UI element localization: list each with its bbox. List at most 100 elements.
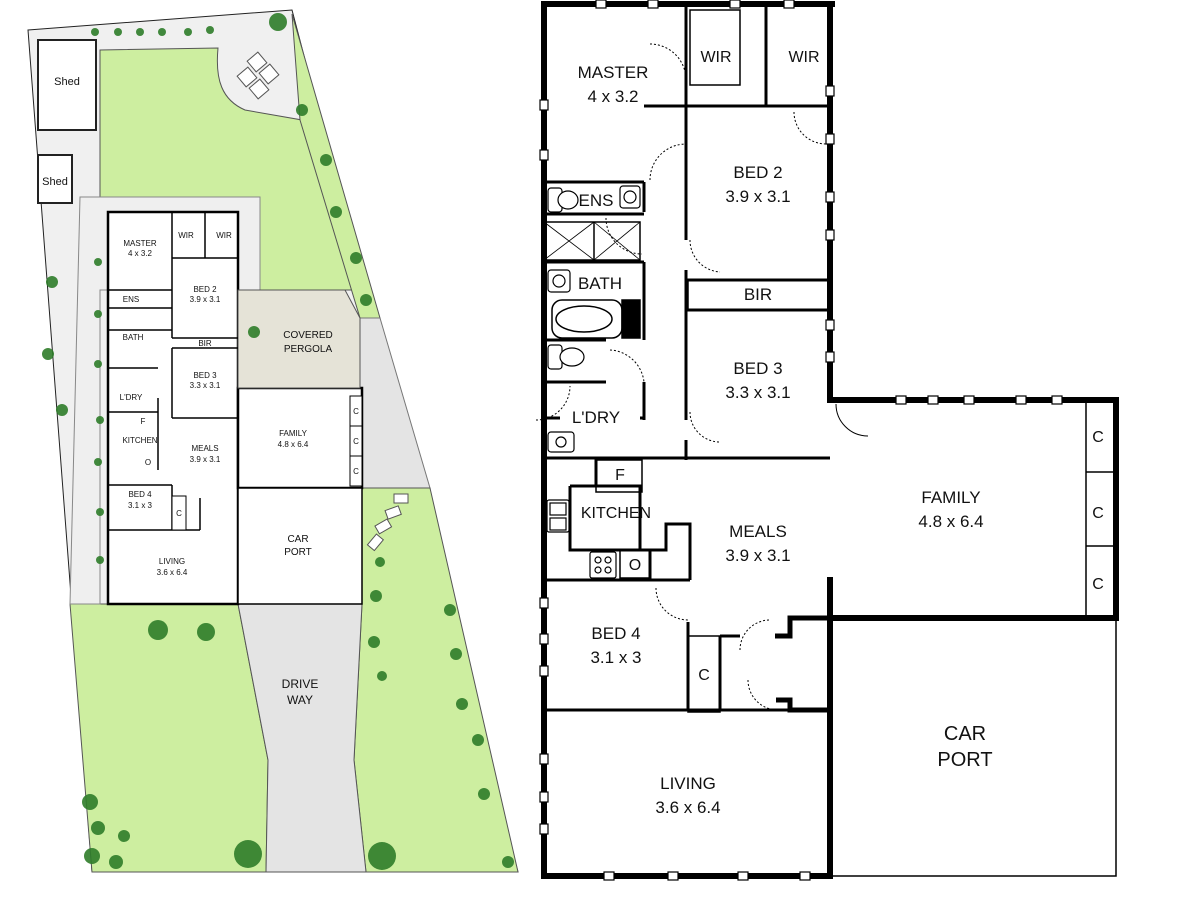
tree-icon — [360, 294, 372, 306]
meals-name: MEALS — [729, 522, 787, 541]
sun-lounger-icons — [236, 51, 409, 552]
tree-icon — [94, 258, 102, 266]
tree-icon — [444, 604, 456, 616]
covered-pergola — [237, 289, 361, 389]
tree-icon — [375, 557, 385, 567]
tree-icon — [96, 556, 104, 564]
bed3-name: BED 3 — [733, 359, 782, 378]
shed-2 — [37, 154, 73, 204]
site-meals-size: 3.9 x 3.1 — [190, 455, 221, 464]
tree-icon — [91, 821, 105, 835]
window-markers — [539, 0, 1063, 881]
carport-line2: PORT — [937, 749, 992, 771]
tree-icon — [94, 458, 102, 466]
site-bed2-name: BED 2 — [193, 285, 217, 294]
tree-icon — [46, 276, 58, 288]
site-bed3-size: 3.3 x 3.1 — [190, 381, 221, 390]
tree-icon — [184, 28, 192, 36]
site-family-cupboard-3: C — [353, 467, 359, 476]
site-wir1: WIR — [178, 231, 194, 240]
room-labels: MASTER 4 x 3.2 WIR WIR BED 2 3.9 x 3.1 E… — [572, 49, 1104, 817]
site-bir: BIR — [198, 339, 212, 348]
driveway-line1: DRIVE — [282, 677, 319, 691]
tree-icon — [158, 28, 166, 36]
tree-icon — [234, 840, 262, 868]
site-carport-line2: PORT — [284, 547, 312, 558]
carport-walls — [775, 615, 830, 713]
meals-size: 3.9 x 3.1 — [725, 546, 790, 565]
site-wir2: WIR — [216, 231, 232, 240]
fixtures — [543, 9, 1117, 713]
site-bath: BATH — [123, 333, 144, 342]
tree-icon — [472, 734, 484, 746]
site-bed4-size: 3.1 x 3 — [128, 501, 153, 510]
tree-icon — [368, 636, 380, 648]
carport-line1: CAR — [944, 723, 986, 745]
wir2-label: WIR — [788, 49, 819, 66]
bed4-cupboard — [687, 635, 721, 713]
site-bed4-name: BED 4 — [128, 490, 152, 499]
tree-icon — [456, 698, 468, 710]
main-floor-plan: MASTER 4 x 3.2 WIR WIR BED 2 3.9 x 3.1 E… — [535, 0, 1119, 881]
site-family-cupboard-2: C — [353, 437, 359, 446]
tree-icon — [84, 848, 100, 864]
site-family-cupboards — [349, 395, 363, 487]
kitchen-label: KITCHEN — [581, 505, 651, 522]
site-kitchen: KITCHEN — [122, 436, 157, 445]
driveway-line2: WAY — [287, 693, 313, 707]
family-cupboard-3: C — [1092, 576, 1104, 593]
tree-icon — [450, 648, 462, 660]
site-living-name: LIVING — [159, 557, 185, 566]
tree-icon — [502, 856, 514, 868]
pergola-label-line1: COVERED — [283, 330, 332, 341]
interior-walls — [544, 4, 830, 710]
site-master-size: 4 x 3.2 — [128, 249, 153, 258]
site-fridge: F — [141, 417, 146, 426]
site-family-size: 4.8 x 6.4 — [278, 440, 309, 449]
master-name: MASTER — [578, 63, 649, 82]
tree-icon — [197, 623, 215, 641]
site-room-labels: MASTER 4 x 3.2 WIR WIR BED 2 3.9 x 3.1 E… — [120, 231, 319, 707]
tree-icon — [114, 28, 122, 36]
tree-icon — [94, 360, 102, 368]
bed4-name: BED 4 — [591, 624, 640, 643]
family-name: FAMILY — [921, 488, 980, 507]
tree-icon — [296, 104, 308, 116]
family-cupboard-2: C — [1092, 505, 1104, 522]
site-house-footprint — [106, 210, 240, 606]
shed-2-label: Shed — [42, 176, 68, 188]
garden-trees — [42, 13, 514, 870]
bed2-size: 3.9 x 3.1 — [725, 187, 790, 206]
tree-icon — [478, 788, 490, 800]
site-plan: Shed Shed COVERED PERGOLA — [27, 9, 519, 873]
laundry-label: L'DRY — [572, 408, 620, 427]
shed-1-label: Shed — [54, 76, 80, 88]
site-bed2-size: 3.9 x 3.1 — [190, 295, 221, 304]
ens-label: ENS — [579, 191, 614, 210]
fridge-label: F — [615, 467, 625, 484]
bed2-name: BED 2 — [733, 163, 782, 182]
site-living-size: 3.6 x 6.4 — [157, 568, 188, 577]
tree-icon — [330, 206, 342, 218]
bath-label: BATH — [578, 274, 622, 293]
shower-screens — [543, 221, 641, 261]
tree-icon — [368, 842, 396, 870]
side-path — [359, 317, 431, 489]
tree-icon — [96, 508, 104, 516]
bir-label: BIR — [744, 285, 772, 304]
living-size: 3.6 x 6.4 — [655, 798, 720, 817]
bed3-size: 3.3 x 3.1 — [725, 383, 790, 402]
tree-icon — [350, 252, 362, 264]
tree-icon — [96, 416, 104, 424]
site-bed3-name: BED 3 — [193, 371, 217, 380]
site-bed4-cupboard-label: C — [176, 509, 182, 518]
tree-icon — [136, 28, 144, 36]
tree-icon — [82, 794, 98, 810]
wir-robe — [689, 9, 741, 86]
tree-icon — [91, 28, 99, 36]
tree-icon — [109, 855, 123, 869]
site-laundry: L'DRY — [120, 393, 143, 402]
wir1-label: WIR — [700, 49, 731, 66]
site-family-cupboard-1: C — [353, 407, 359, 416]
